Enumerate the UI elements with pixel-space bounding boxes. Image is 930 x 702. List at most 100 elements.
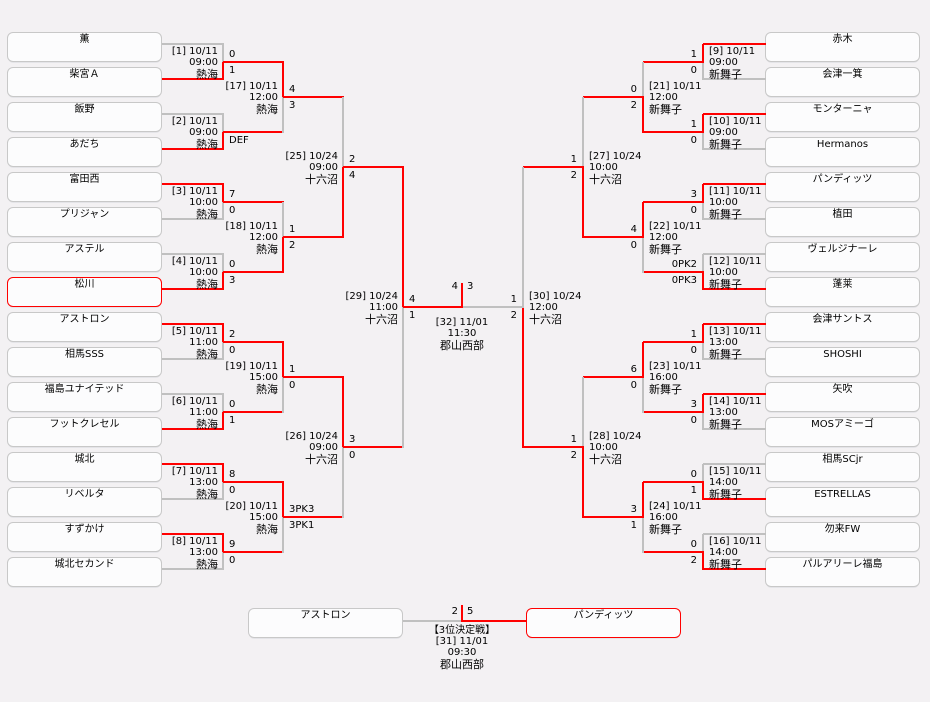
team-box[interactable]: フットクレセル xyxy=(7,417,162,447)
team-box[interactable]: ヴェルジナーレ xyxy=(765,242,920,272)
team-box[interactable]: パルアリーレ福島 xyxy=(765,557,920,587)
match-label: [15] 10/11 xyxy=(709,466,762,477)
bracket-line xyxy=(702,342,704,360)
bracket-line xyxy=(702,324,704,343)
bracket-line xyxy=(702,62,704,80)
team-box[interactable]: 相馬SSS xyxy=(7,347,162,377)
match-venue: 熱海 xyxy=(256,103,278,116)
match-label: [19] 10/11 xyxy=(225,361,278,372)
match-label: [14] 10/11 xyxy=(709,396,762,407)
bracket-line xyxy=(703,568,766,570)
bracket-line xyxy=(222,394,224,413)
team-box[interactable]: 城北セカンド xyxy=(7,557,162,587)
team-box[interactable]: 会津サントス xyxy=(765,312,920,342)
team-box[interactable]: Hermanos xyxy=(765,137,920,167)
match-time: 10:00 xyxy=(709,197,738,208)
bracket-line xyxy=(162,253,224,255)
match-score: 0PK3 xyxy=(671,275,697,286)
team-box[interactable]: 柴宮Ａ xyxy=(7,67,162,97)
bracket-line xyxy=(162,183,224,185)
team-box[interactable]: 矢吹 xyxy=(765,382,920,412)
match-label: [32] 11/01 xyxy=(435,317,489,328)
team-box[interactable]: パンディッツ xyxy=(526,608,681,638)
team-box[interactable]: 松川 xyxy=(7,277,162,307)
match-time: 09:00 xyxy=(189,57,218,68)
team-box[interactable]: 飯野 xyxy=(7,102,162,132)
team-box[interactable]: すずかけ xyxy=(7,522,162,552)
bracket-line xyxy=(643,411,704,413)
team-box[interactable]: あだち xyxy=(7,137,162,167)
bracket-line xyxy=(642,97,644,133)
team-box[interactable]: 城北 xyxy=(7,452,162,482)
match-score: 3 xyxy=(467,281,474,292)
team-box[interactable]: 富田西 xyxy=(7,172,162,202)
team-box[interactable]: リベルタ xyxy=(7,487,162,517)
team-box[interactable]: 福島ユナイテッド xyxy=(7,382,162,412)
team-box[interactable]: アステル xyxy=(7,242,162,272)
bracket-line xyxy=(583,96,644,98)
team-box[interactable]: 赤木 xyxy=(765,32,920,62)
match-time: 15:00 xyxy=(249,372,278,383)
team-box[interactable]: SHOSHI xyxy=(765,347,920,377)
match-label: [17] 10/11 xyxy=(225,81,278,92)
match-venue: 新舞子 xyxy=(709,278,742,291)
bracket-line xyxy=(343,446,404,448)
bracket-line xyxy=(223,271,284,273)
team-box[interactable]: プリジャン xyxy=(7,207,162,237)
team-box[interactable]: モンターニャ xyxy=(765,102,920,132)
team-box[interactable]: 蓬莱 xyxy=(765,277,920,307)
match-time: 10:00 xyxy=(189,197,218,208)
team-box[interactable]: 相馬SCjr xyxy=(765,452,920,482)
team-box[interactable]: 薫 xyxy=(7,32,162,62)
bracket-line xyxy=(462,620,527,622)
team-box[interactable]: MOSアミーゴ xyxy=(765,417,920,447)
match-score: 9 xyxy=(229,539,236,550)
bracket-line xyxy=(582,97,584,168)
team-box[interactable]: ESTRELLAS xyxy=(765,487,920,517)
team-box[interactable]: 勿来FW xyxy=(765,522,920,552)
team-box[interactable]: アストロン xyxy=(248,608,403,638)
team-box[interactable]: 植田 xyxy=(765,207,920,237)
team-box[interactable]: パンディッツ xyxy=(765,172,920,202)
team-box[interactable]: アストロン xyxy=(7,312,162,342)
bracket-line xyxy=(282,62,284,98)
bracket-line xyxy=(222,342,224,360)
team-box[interactable]: 会津一箕 xyxy=(765,67,920,97)
bracket-line xyxy=(702,44,704,63)
bracket-line xyxy=(282,342,284,378)
match-label: [18] 10/11 xyxy=(225,221,278,232)
match-score: 7 xyxy=(229,189,236,200)
